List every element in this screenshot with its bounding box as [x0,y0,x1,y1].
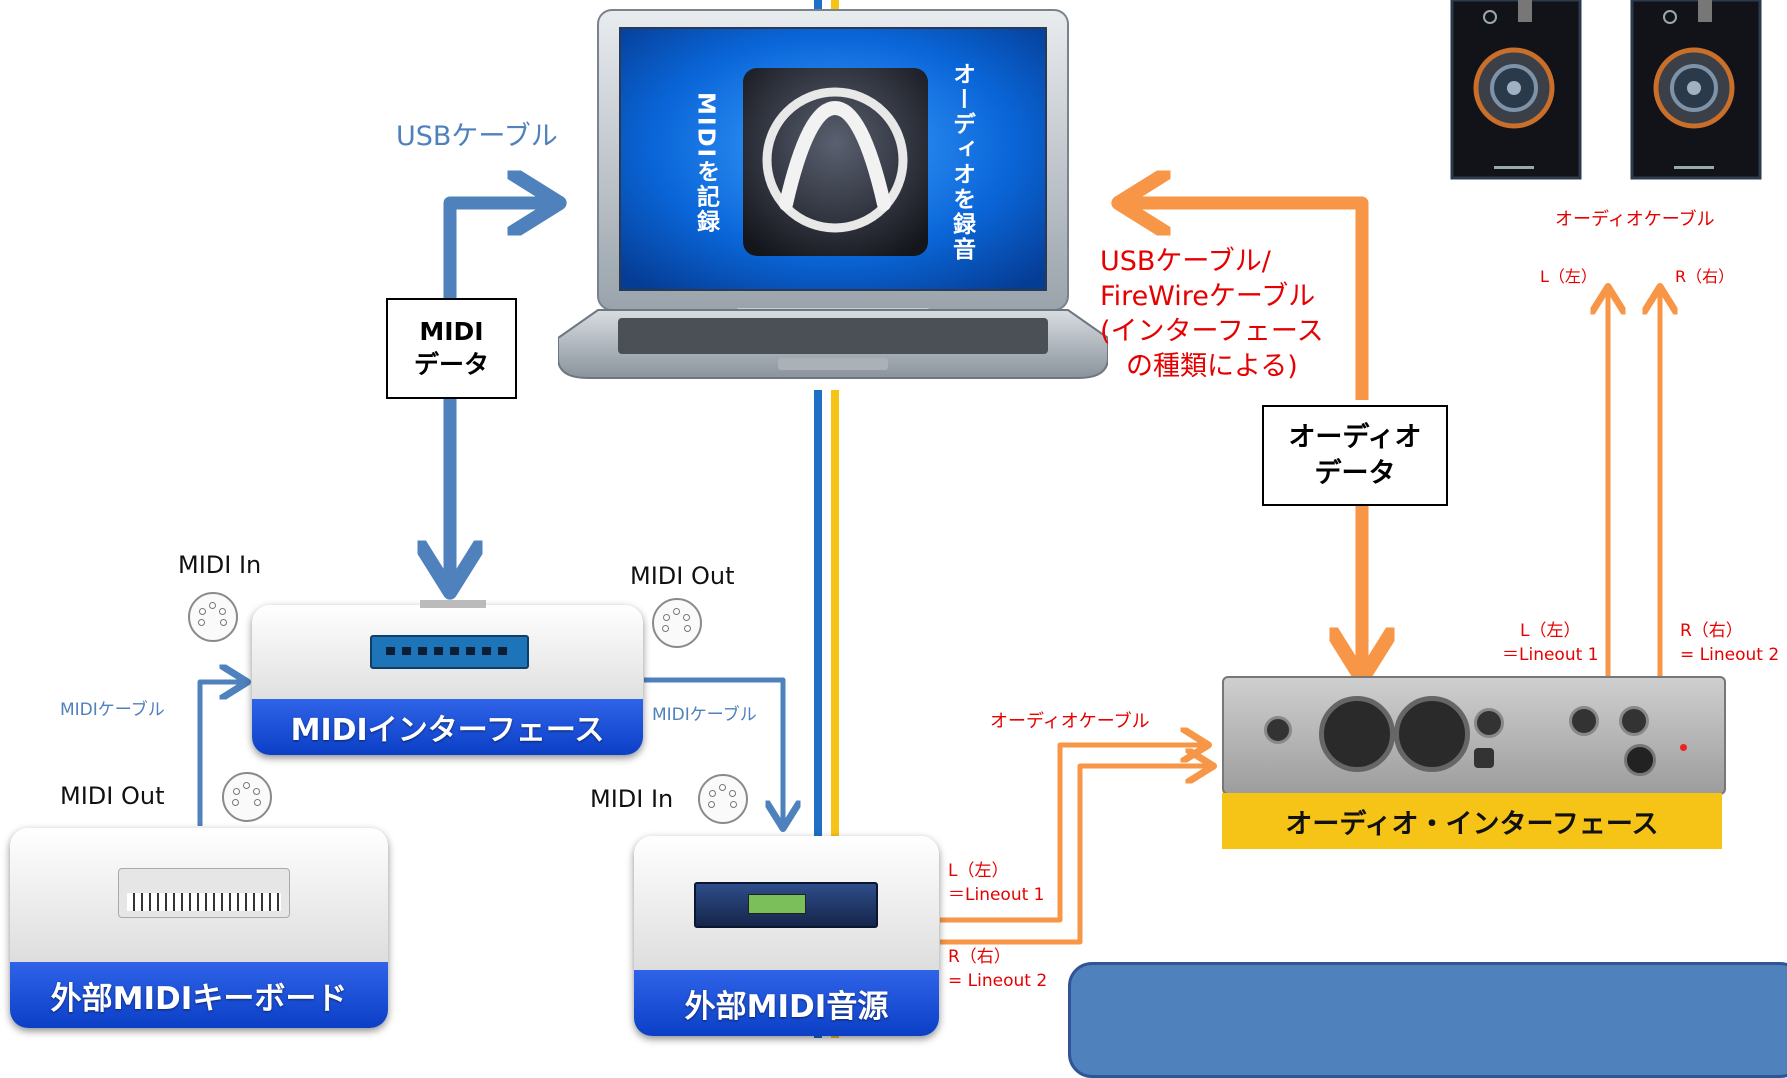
sound-module-out-l: L（左） ＝Lineout 1 [948,860,1045,908]
audio-cable-type-line1: USBケーブル/ [1100,246,1271,277]
audio-cable-l [940,745,1205,923]
midi-data-box: MIDI データ [386,298,517,399]
keyboard-out-label: MIDI Out [60,782,165,810]
keyboard-out-port-icon [222,772,272,822]
midi-interface-in-label: MIDI In [178,551,262,579]
keyboard-midi-cable-label: MIDIケーブル [60,700,165,720]
laptop-screen-text-left: MIDIを記録 [692,92,719,235]
usb-cable-label: USBケーブル [396,121,558,152]
sound-module-out-r-line2: = Lineout 2 [948,970,1048,991]
laptop-image [558,9,1108,379]
power-led-icon [1680,744,1687,751]
midi-interface-ports [386,647,511,655]
audio-data-box-line2: データ [1314,457,1396,489]
sound-module-label: 外部MIDI音源 [634,970,939,1036]
sound-module-out-r: R（右） = Lineout 2 [948,946,1047,994]
audio-interface-out-r-line2: = Lineout 2 [1680,644,1780,665]
keyboard-label: 外部MIDIキーボード [10,962,388,1028]
output-knob-l-icon [1569,706,1599,736]
output-knob-r-icon [1619,706,1649,736]
audio-interface-in-cable-label: オーディオケーブル [990,711,1150,732]
external-midi-sound-module: 外部MIDI音源 [634,836,939,1036]
speaker-l-label: L（左） [1540,267,1597,286]
knob-icon [1264,716,1292,744]
audio-data-arrow-up [1125,203,1369,400]
audio-interface-out-l: L（左） ＝Lineout 1 [1502,620,1599,668]
sound-module-in-label: MIDI In [590,785,674,813]
sound-module-image [694,882,878,928]
midi-data-arrow-up [443,203,553,300]
signal-flow-diagram: MIDIを記録 オーディオを録音 USBケーブル MIDI データ USBケーブ… [10,0,1787,1078]
audio-data-box: オーディオ データ [1262,405,1448,506]
audio-data-box-line1: オーディオ [1288,422,1422,454]
midi-interface: MIDIインターフェース [252,605,643,755]
audio-cable-type-line3: (インターフェース [1100,316,1324,348]
headphone-jack-icon [1624,744,1656,776]
sound-module-out-l-line1: L（左） [948,861,1009,881]
speakers-image [1450,0,1762,180]
info-panel [1068,962,1787,1078]
xlr-input-1-icon [1319,696,1395,772]
audio-cable-r [940,766,1210,945]
midi-interface-out-port-icon [652,598,702,648]
external-midi-keyboard: 外部MIDIキーボード [10,828,388,1028]
connections [197,0,1787,1038]
midi-interface-in-port-icon [188,592,238,642]
midi-data-box-line1: MIDI [419,317,484,346]
audio-interface-out-l-line1: L（左） [1520,621,1581,641]
module-midi-cable-label: MIDIケーブル [652,705,757,725]
speaker-r-label: R（右） [1675,267,1735,286]
sound-module-out-l-line2: ＝Lineout 1 [948,884,1045,905]
audio-cable-type-label: USBケーブル/ FireWireケーブル (インターフェース の種類による) [1100,244,1340,384]
xlr-input-2-icon [1394,696,1470,772]
midi-interface-unit [370,635,529,669]
audio-cable-type-line2: FireWireケーブル [1100,281,1316,313]
audio-interface-out-r: R（右） = Lineout 2 [1680,620,1779,668]
button-icon [1474,748,1494,768]
audio-interface-label: オーディオ・インターフェース [1222,793,1722,849]
sound-module-in-port-icon [698,774,748,824]
midi-interface-connector [420,600,486,608]
sound-module-out-r-line1: R（右） [948,947,1011,967]
speaker-cable-label: オーディオケーブル [1555,209,1715,230]
sound-module-display [748,894,806,914]
keyboard-image [118,868,290,918]
midi-cable-module [644,677,783,825]
audio-interface-out-l-line2: ＝Lineout 1 [1502,644,1599,665]
audio-interface-unit [1222,676,1726,795]
midi-data-box-line2: データ [413,349,489,379]
keyboard-keys [127,893,281,911]
laptop-screen-text-right: オーディオを録音 [948,62,975,262]
midi-interface-label: MIDIインターフェース [252,699,643,755]
audio-interface-out-r-line1: R（右） [1680,621,1743,641]
audio-cable-type-line4: の種類による) [1126,351,1298,383]
midi-interface-out-label: MIDI Out [630,562,735,590]
midi-cable-keyboard [197,682,244,826]
gain-knob-icon [1474,708,1504,738]
